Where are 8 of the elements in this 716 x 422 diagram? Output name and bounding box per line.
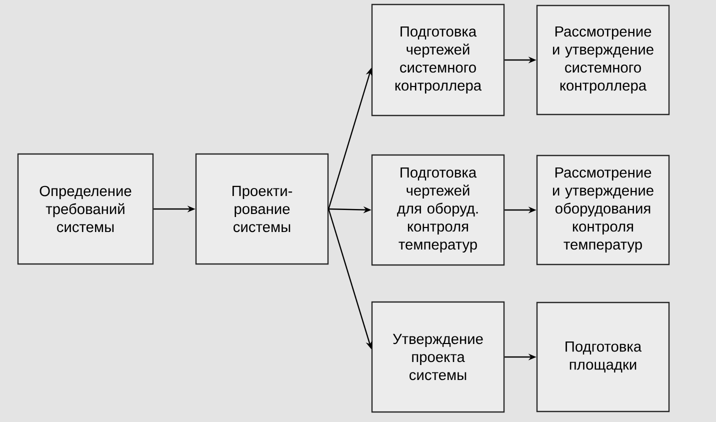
process-box: Рассмотрение и утверждение системного контроллера — [536, 4, 670, 116]
process-box: Проекти- рование системы — [195, 153, 329, 265]
process-box: Рассмотрение и утверждение оборудования контроля температур — [536, 154, 670, 266]
process-box: Подготовка чертежей системного контроллера — [371, 4, 505, 116]
process-box: Утверждение проекта системы — [371, 301, 505, 413]
process-box: Подготовка площадки — [536, 302, 670, 412]
process-box: Определение требований системы — [17, 153, 154, 265]
process-box: Подготовка чертежей для оборуд. контроля температур — [371, 154, 505, 266]
